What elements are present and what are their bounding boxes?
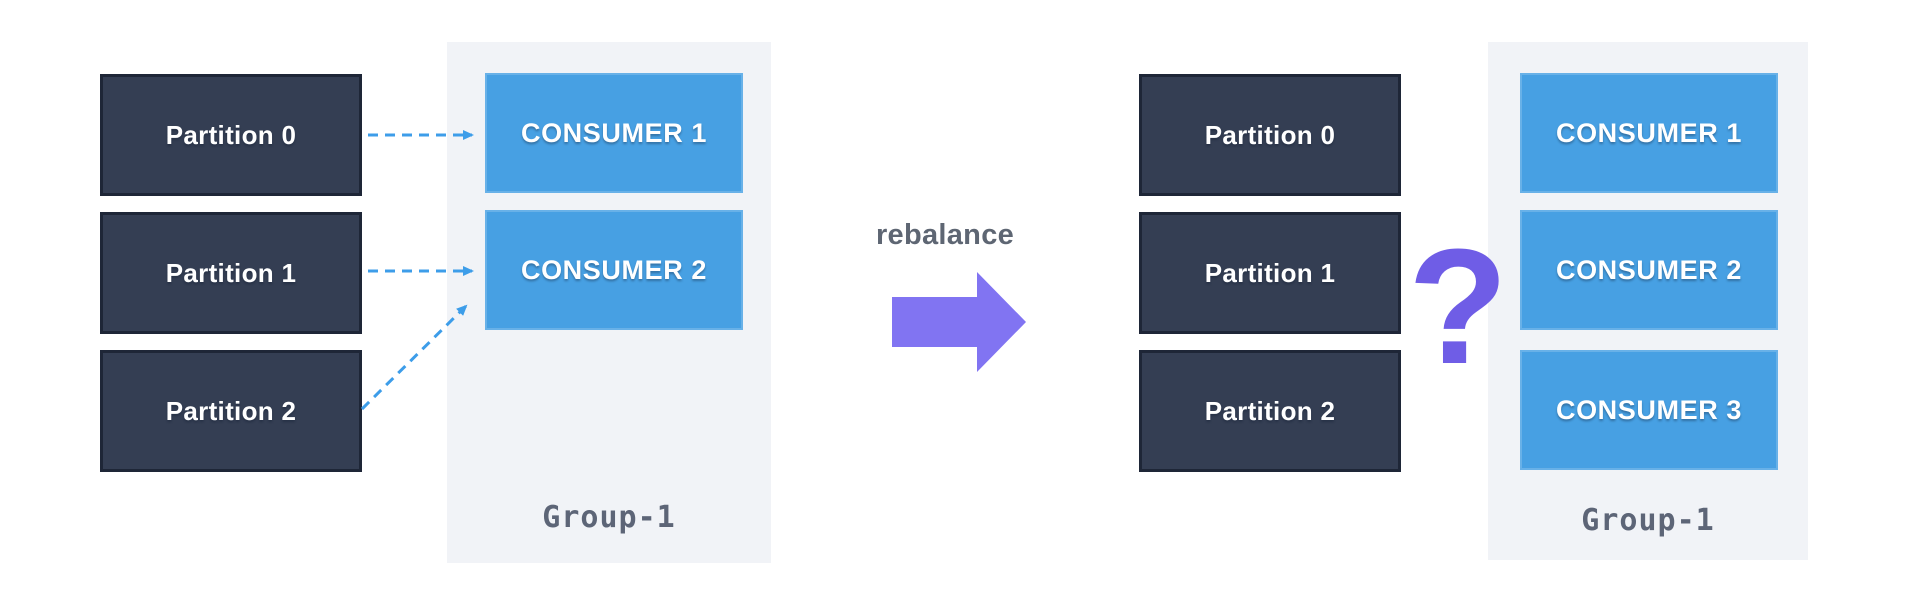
right-partition-1-box: Partition 1 [1139,212,1401,334]
right-partition-0-box: Partition 0 [1139,74,1401,196]
left-consumer-2-label: CONSUMER 2 [520,254,708,285]
right-consumer-2-label: CONSUMER 2 [1555,254,1743,285]
left-consumer-1-label: CONSUMER 1 [520,117,708,148]
right-group-label: Group-1 [1581,503,1715,538]
rebalance-arrow-icon [892,272,1026,372]
right-partition-1-label: Partition 1 [1204,257,1336,288]
right-consumer-3-label: CONSUMER 3 [1555,394,1743,425]
left-partition-0-label: Partition 0 [165,119,297,150]
right-consumer-1-label: CONSUMER 1 [1555,117,1743,148]
left-partition-0-box: Partition 0 [100,74,362,196]
left-partition-1-box: Partition 1 [100,212,362,334]
left-consumer-1-box: CONSUMER 1 [485,73,743,193]
left-consumer-2-box: CONSUMER 2 [485,210,743,330]
right-consumer-1-box: CONSUMER 1 [1520,73,1778,193]
question-mark: ? [1407,215,1509,398]
right-consumer-3-box: CONSUMER 3 [1520,350,1778,470]
left-group-label: Group-1 [542,500,676,535]
right-partition-0-label: Partition 0 [1204,119,1336,150]
right-consumer-2-box: CONSUMER 2 [1520,210,1778,330]
left-partition-2-label: Partition 2 [165,395,297,426]
left-partition-2-box: Partition 2 [100,350,362,472]
rebalance-label: rebalance [875,219,1015,251]
right-partition-2-box: Partition 2 [1139,350,1401,472]
right-partition-2-label: Partition 2 [1204,395,1336,426]
left-partition-1-label: Partition 1 [165,257,297,288]
